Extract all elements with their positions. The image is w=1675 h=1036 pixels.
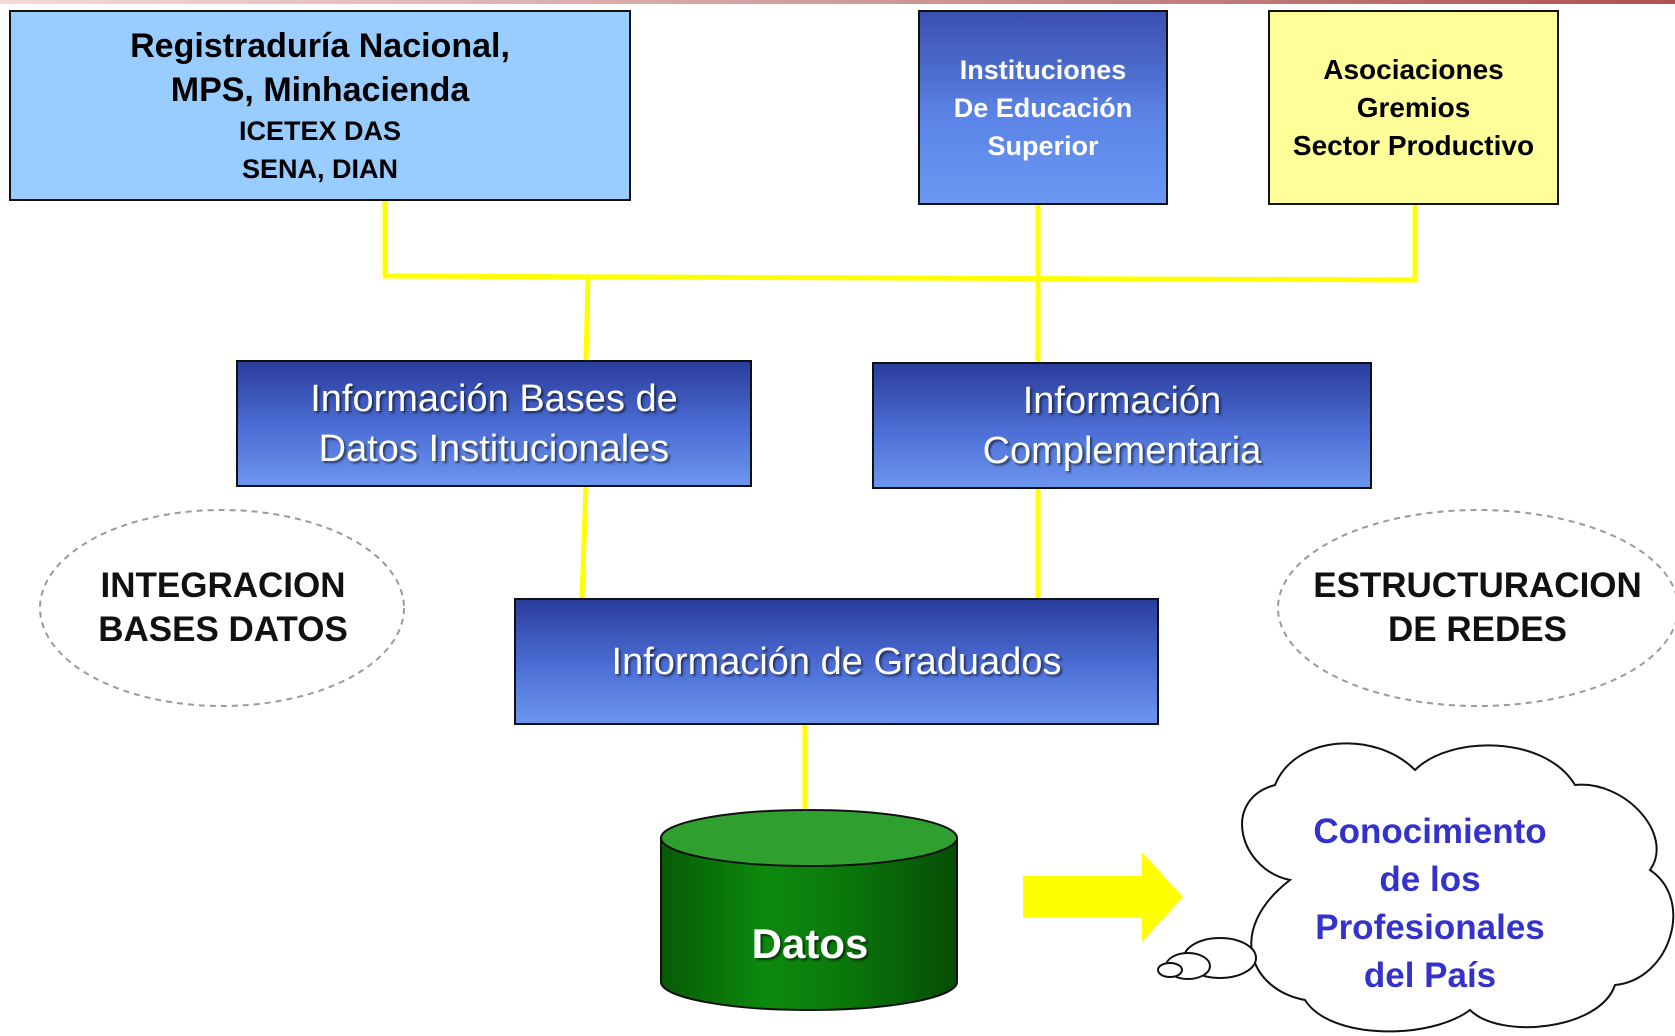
edu-line-3: Superior: [987, 130, 1099, 161]
gov-line-3: ICETEX DAS: [238, 115, 402, 146]
yellow-arrow: [1023, 852, 1183, 942]
info-complementary-box: Información Complementaria: [872, 362, 1372, 489]
info-bases-box: Información Bases de Datos Institucional…: [236, 360, 752, 487]
structuring-line-2: DE REDES: [1388, 610, 1567, 649]
source-productive-box: Asociaciones Gremios Sector Productivo: [1268, 10, 1559, 205]
gov-line-1: Registraduría Nacional,: [130, 26, 510, 65]
source-government-box: Registraduría Nacional, MPS, Minhacienda…: [9, 10, 631, 201]
info-comp-line-2: Complementaria: [982, 429, 1262, 472]
integration-line-1: INTEGRACION: [100, 566, 346, 605]
structuring-line-1: ESTRUCTURACION: [1313, 566, 1642, 605]
info-graduates-box: Información de Graduados: [514, 598, 1159, 725]
gov-line-4: SENA, DIAN: [241, 153, 398, 184]
info-grad-line-1: Información de Graduados: [611, 640, 1062, 683]
integration-label: INTEGRACION BASES DATOS: [40, 510, 406, 706]
outcome-line-2: de los: [1379, 860, 1481, 899]
top-accent-bar: [0, 0, 1675, 4]
integration-ellipse: [39, 509, 405, 707]
edu-line-1: Instituciones: [959, 54, 1127, 85]
structuring-label: ESTRUCTURACION DE REDES: [1280, 510, 1675, 706]
connector-gov: [382, 200, 1418, 283]
connector-lines: [382, 200, 1418, 815]
outcome-label: Conocimiento de los Profesionales del Pa…: [1250, 808, 1610, 1000]
edu-line-2: De Educación: [953, 92, 1133, 123]
thought-cloud: [1157, 742, 1675, 1033]
info-comp-line-1: Información: [1022, 379, 1222, 422]
outcome-line-1: Conocimiento: [1313, 812, 1547, 851]
connector-bases-grad: [579, 484, 589, 601]
outcome-line-4: del País: [1363, 956, 1497, 995]
connector-bases-up: [583, 275, 591, 363]
outcome-line-3: Profesionales: [1315, 908, 1545, 947]
productive-line-2: Gremios: [1356, 91, 1471, 123]
productive-line-1: Asociaciones: [1323, 53, 1504, 85]
database-cylinder: [660, 809, 958, 1011]
gov-line-2: MPS, Minhacienda: [170, 70, 470, 109]
source-education-box: Instituciones De Educación Superior: [918, 10, 1168, 205]
productive-line-3: Sector Productivo: [1292, 129, 1535, 161]
database-label: Datos: [751, 920, 869, 967]
integration-line-2: BASES DATOS: [98, 610, 348, 649]
info-bases-line-2: Datos Institucionales: [318, 427, 670, 470]
info-bases-line-1: Información Bases de: [310, 377, 678, 420]
